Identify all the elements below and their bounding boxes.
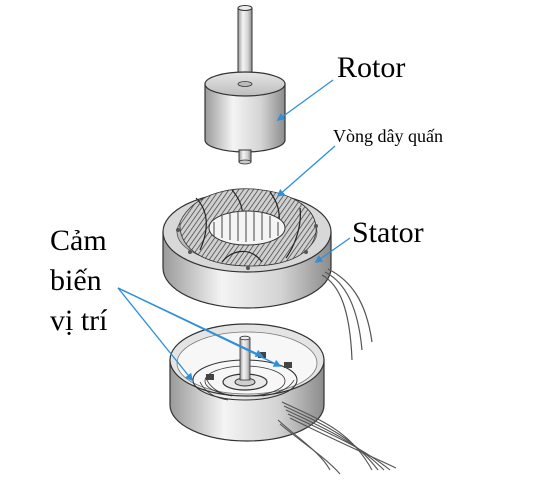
rotor-pointer xyxy=(278,80,333,120)
winding-label: Vòng dây quấn xyxy=(333,126,443,146)
rotor xyxy=(205,6,285,165)
stator-lead-wires xyxy=(322,269,372,360)
sensor-pointer-1 xyxy=(118,288,192,380)
stator-bore xyxy=(209,211,285,245)
rotor-label: Rotor xyxy=(337,51,405,84)
sensor-label-line1: Cảm xyxy=(50,224,107,257)
sensor-center-pin xyxy=(240,338,250,380)
sensor-label-line3: vị trí xyxy=(50,304,108,337)
winding-pointer xyxy=(278,146,335,196)
sensor-label-line2: biến xyxy=(50,264,102,297)
stator-label: Stator xyxy=(352,216,424,249)
